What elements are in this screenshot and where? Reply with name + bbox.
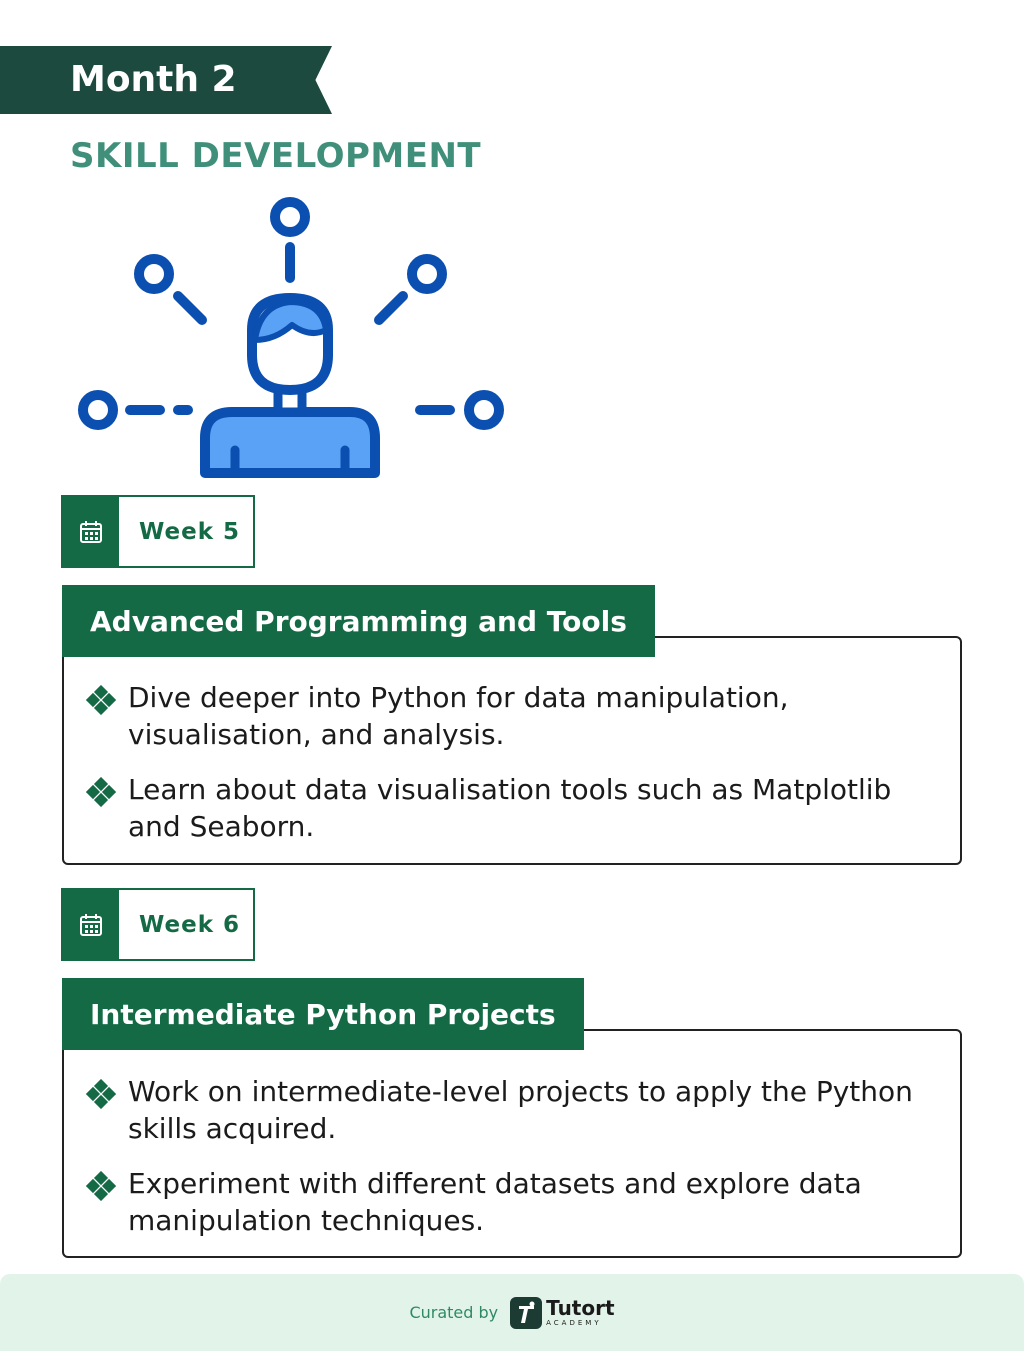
list-item: Work on intermediate-level projects to a… xyxy=(86,1073,946,1147)
calendar-icon xyxy=(63,497,119,566)
list-item: Experiment with different datasets and e… xyxy=(86,1165,946,1239)
topic-title: Advanced Programming and Tools xyxy=(62,585,655,657)
bullet-list: Work on intermediate-level projects to a… xyxy=(86,1073,946,1257)
month-ribbon xyxy=(0,46,332,114)
month-title: Month 2 xyxy=(70,59,237,100)
week-label: Week 5 xyxy=(139,518,241,545)
week-label: Week 6 xyxy=(139,911,241,938)
brand-subtitle: ACADEMY xyxy=(546,1319,602,1327)
tutort-logo-icon xyxy=(510,1296,543,1329)
diamond-bullet-icon xyxy=(86,777,116,807)
bullet-text: Learn about data visualisation tools suc… xyxy=(128,773,892,843)
diamond-bullet-icon xyxy=(86,1171,116,1201)
week-tag: Week 6 xyxy=(61,888,255,961)
topic-card xyxy=(62,636,962,865)
brand-text: Tutort ACADEMY xyxy=(546,1298,614,1327)
person-network-icon xyxy=(78,197,504,478)
footer: Curated by Tutort ACADEMY xyxy=(0,1274,1024,1351)
bullet-text: Experiment with different datasets and e… xyxy=(128,1167,862,1237)
section-title: SKILL DEVELOPMENT xyxy=(70,136,482,176)
bullet-text: Dive deeper into Python for data manipul… xyxy=(128,681,789,751)
calendar-icon xyxy=(63,890,119,959)
brand-name: Tutort xyxy=(546,1296,615,1320)
week-tag: Week 5 xyxy=(61,495,255,568)
bullet-text: Work on intermediate-level projects to a… xyxy=(128,1075,913,1145)
list-item: Dive deeper into Python for data manipul… xyxy=(86,679,946,753)
curated-by-label: Curated by xyxy=(409,1303,499,1322)
diamond-bullet-icon xyxy=(86,685,116,715)
diamond-bullet-icon xyxy=(86,1079,116,1109)
bullet-list: Dive deeper into Python for data manipul… xyxy=(86,679,946,863)
list-item: Learn about data visualisation tools suc… xyxy=(86,771,946,845)
topic-card xyxy=(62,1029,962,1258)
topic-title: Intermediate Python Projects xyxy=(62,978,584,1050)
